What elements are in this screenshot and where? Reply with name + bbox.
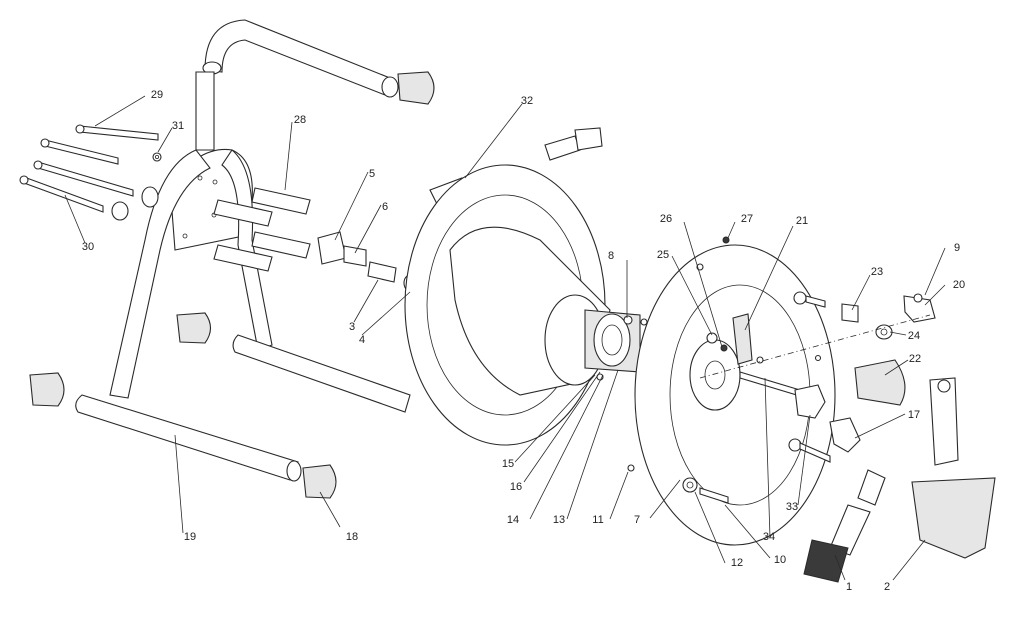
callout-3: 3 [349,321,355,333]
callout-31: 31 [172,120,184,132]
callout-21: 21 [796,215,808,227]
callout-12: 12 [731,557,743,569]
callout-18: 18 [346,531,358,543]
callout-22: 22 [909,353,921,365]
leader-lines [64,95,946,581]
callout-34: 34 [763,531,775,543]
callout-8: 8 [608,250,614,262]
callout-28: 28 [294,114,306,126]
callout-33: 33 [786,501,798,513]
callout-30: 30 [82,241,94,253]
outlet-parts [803,293,996,583]
callout-24: 24 [908,330,920,342]
callout-10: 10 [774,554,786,566]
callout-5: 5 [369,168,375,180]
callout-1: 1 [846,581,852,593]
long-bolts [19,124,162,213]
callout-32: 32 [521,95,533,107]
callout-19: 19 [184,531,196,543]
callout-20: 20 [953,279,965,291]
callout-15: 15 [502,458,514,470]
callout-14: 14 [507,514,519,526]
callout-9: 9 [954,242,960,254]
callout-labels: 1 2 3 4 5 6 7 8 9 10 11 12 13 14 15 16 1… [82,89,965,593]
callout-4: 4 [359,334,365,346]
reel-frame [29,19,435,499]
callout-25: 25 [657,249,669,261]
callout-13: 13 [553,514,565,526]
callout-2: 2 [884,581,890,593]
callout-7: 7 [634,514,640,526]
callout-29: 29 [151,89,163,101]
front-flange [634,236,836,546]
callout-6: 6 [382,201,388,213]
callout-23: 23 [871,266,883,278]
callout-26: 26 [660,213,672,225]
callout-17: 17 [908,409,920,421]
reel-drum [404,164,648,472]
callout-16: 16 [510,481,522,493]
callout-27: 27 [741,213,753,225]
callout-11: 11 [592,514,603,526]
